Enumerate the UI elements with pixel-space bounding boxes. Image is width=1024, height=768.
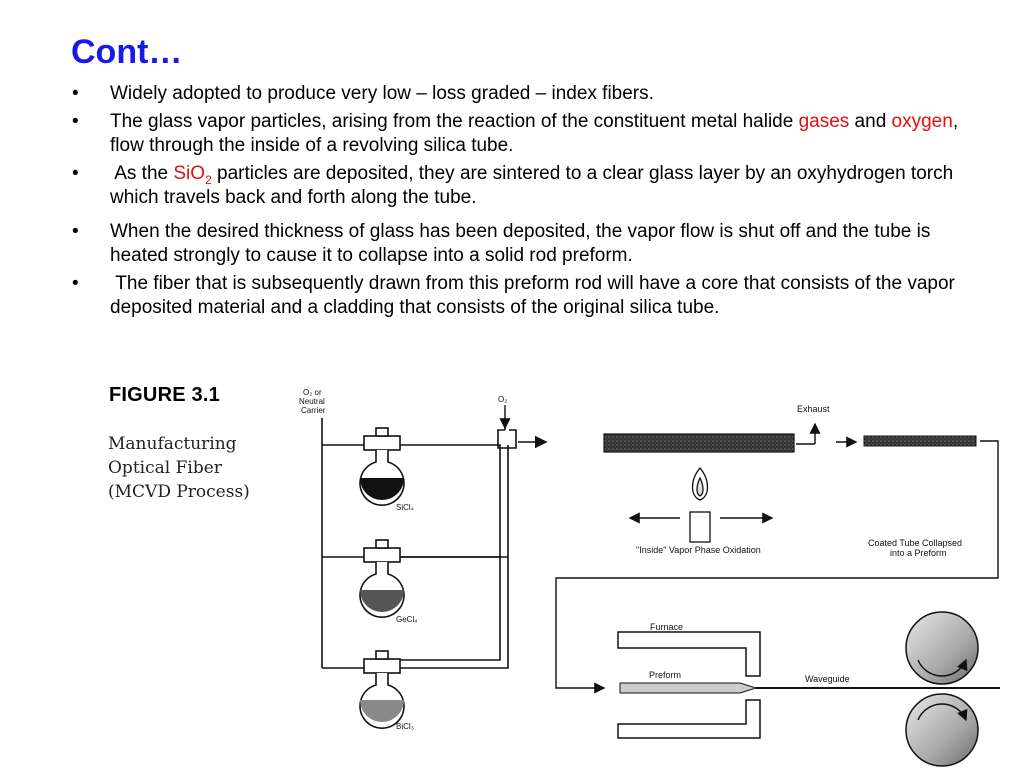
highlight-sio2: SiO2	[173, 163, 212, 187]
bullet-list: • Widely adopted to produce very low – l…	[72, 82, 972, 324]
bullet-item: • When the desired thickness of glass ha…	[72, 220, 972, 268]
drum-bottom	[905, 693, 979, 767]
bullet-text: and	[849, 111, 892, 132]
label-sicl4: SiCl₄	[396, 503, 414, 512]
label-o2-or: O₂ or	[303, 388, 322, 397]
label-coated-1: Coated Tube Collapsed	[868, 538, 962, 548]
furnace	[617, 631, 761, 739]
flask-sicl4	[359, 427, 405, 506]
label-gecl4: GeCl₄	[396, 615, 418, 624]
label-exhaust: Exhaust	[797, 404, 830, 414]
bullet-item: • As the SiO2 particles are deposited, t…	[72, 162, 972, 210]
flow-connector	[555, 440, 999, 694]
bullet-marker: •	[72, 273, 79, 294]
slide-title: Cont…	[71, 33, 183, 71]
drum-top	[905, 611, 979, 685]
bullet-text: , flow through the inside of a revolving…	[110, 111, 959, 156]
bullet-text: particles are deposited, they are sinter…	[110, 163, 954, 208]
caption-line: (MCVD Process)	[108, 482, 250, 502]
bullet-item: • Widely adopted to produce very low – l…	[72, 82, 972, 106]
label-waveguide: Waveguide	[805, 674, 850, 684]
figure-caption: Manufacturing Optical Fiber (MCVD Proces…	[108, 432, 250, 504]
label-carrier: Carrier	[301, 406, 326, 415]
flask-bcl3	[359, 650, 405, 729]
label-bcl3: BiCl₃	[396, 722, 414, 731]
flask-gecl4	[359, 539, 405, 618]
sio-subscript: 2	[205, 172, 212, 187]
label-preform: Preform	[649, 670, 681, 680]
figure-label: FIGURE 3.1	[109, 384, 220, 406]
bullet-text: Widely adopted to produce very low – los…	[110, 83, 654, 104]
label-neutral: Neutral	[299, 397, 325, 406]
bullet-marker: •	[72, 163, 79, 184]
label-o2: O₂	[498, 395, 507, 404]
label-coated-2: into a Preform	[890, 548, 947, 558]
bullet-text: The fiber that is subsequently drawn fro…	[110, 273, 961, 318]
bullet-item: • The glass vapor particles, arising fro…	[72, 110, 972, 158]
bullet-text: As the	[110, 163, 174, 184]
label-furnace: Furnace	[650, 622, 683, 632]
bullet-text: When the desired thickness of glass has …	[110, 221, 931, 266]
sio-text: SiO	[173, 163, 206, 184]
bullet-marker: •	[72, 83, 79, 104]
bullet-marker: •	[72, 111, 79, 132]
silica-tube-deposit	[603, 433, 795, 453]
preform-rod	[619, 682, 758, 694]
highlight-oxygen: oxygen	[891, 111, 953, 132]
caption-line: Manufacturing	[108, 434, 237, 454]
carrier-piping	[321, 418, 548, 669]
collapsed-preform	[863, 435, 977, 447]
caption-line: Optical Fiber	[108, 458, 222, 478]
bullet-item: • The fiber that is subsequently drawn f…	[72, 272, 972, 320]
bullet-text: The glass vapor particles, arising from …	[110, 111, 799, 132]
bullet-marker: •	[72, 221, 79, 242]
label-inside-vapor: "Inside" Vapor Phase Oxidation	[636, 545, 761, 555]
highlight-gases: gases	[798, 111, 850, 132]
torch-flame-icon	[689, 466, 711, 543]
